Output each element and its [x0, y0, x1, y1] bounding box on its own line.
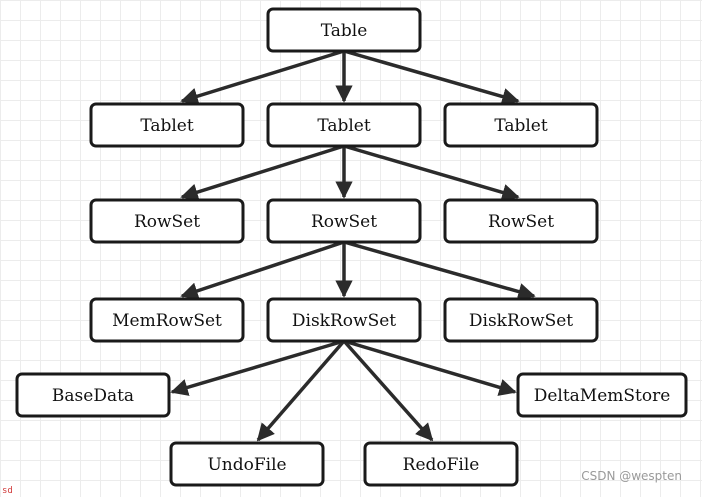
corner-mark: sd [2, 486, 13, 496]
node-label-table: Table [321, 21, 368, 41]
arrow-diskrowset-1-to-redofile [342, 339, 434, 442]
node-rowset-2: RowSet [266, 198, 422, 244]
node-box-undofile [169, 441, 325, 487]
node-rowset-3: RowSet [443, 198, 599, 244]
node-tablet-2: Tablet [266, 102, 422, 148]
node-table: Table [266, 7, 422, 53]
node-box-table [266, 7, 422, 53]
node-box-diskrowset-2 [443, 297, 599, 343]
node-label-tablet-3: Tablet [494, 116, 548, 136]
watermark: CSDN @wespten [581, 469, 682, 483]
arrow-rowset-2-to-memrowset [180, 240, 345, 300]
node-basedata: BaseData [15, 372, 171, 418]
edges [170, 49, 536, 442]
node-label-undofile: UndoFile [207, 455, 286, 475]
node-label-tablet-1: Tablet [140, 116, 194, 136]
node-deltamemstore: DeltaMemStore [516, 372, 688, 418]
node-box-rowset-1 [89, 198, 245, 244]
node-memrowset: MemRowSet [89, 297, 245, 343]
node-box-rowset-3 [443, 198, 599, 244]
node-tablet-1: Tablet [89, 102, 245, 148]
node-box-deltamemstore [516, 372, 688, 418]
node-box-memrowset [89, 297, 245, 343]
node-box-tablet-1 [89, 102, 245, 148]
arrow-tablet-2-to-rowset-1 [180, 144, 345, 201]
node-box-diskrowset-1 [266, 297, 422, 343]
node-label-deltamemstore: DeltaMemStore [534, 386, 671, 406]
node-box-tablet-3 [443, 102, 599, 148]
node-label-rowset-3: RowSet [488, 212, 554, 232]
arrow-table-to-tablet-1 [180, 49, 345, 105]
node-label-rowset-2: RowSet [311, 212, 377, 232]
node-rowset-1: RowSet [89, 198, 245, 244]
arrow-diskrowset-1-to-basedata [170, 339, 345, 396]
node-label-diskrowset-1: DiskRowSet [292, 311, 396, 331]
arrow-tablet-2-to-rowset-3 [343, 144, 520, 201]
arrow-diskrowset-1-to-undofile [256, 339, 346, 442]
node-box-tablet-2 [266, 102, 422, 148]
node-label-redofile: RedoFile [403, 455, 480, 475]
node-label-rowset-1: RowSet [134, 212, 200, 232]
node-box-rowset-2 [266, 198, 422, 244]
node-undofile: UndoFile [169, 441, 325, 487]
arrow-table-to-tablet-3 [343, 49, 520, 106]
node-label-tablet-2: Tablet [317, 116, 371, 136]
node-box-redofile [363, 441, 519, 487]
node-diskrowset-1: DiskRowSet [266, 297, 422, 343]
node-diskrowset-2: DiskRowSet [443, 297, 599, 343]
node-label-diskrowset-2: DiskRowSet [469, 311, 573, 331]
arrow-diskrowset-1-to-deltamemstore [343, 339, 517, 396]
node-label-memrowset: MemRowSet [112, 311, 222, 331]
node-redofile: RedoFile [363, 441, 519, 487]
node-box-basedata [15, 372, 171, 418]
node-label-basedata: BaseData [52, 386, 134, 406]
node-tablet-3: Tablet [443, 102, 599, 148]
arrow-rowset-2-to-diskrowset-2 [343, 240, 536, 301]
